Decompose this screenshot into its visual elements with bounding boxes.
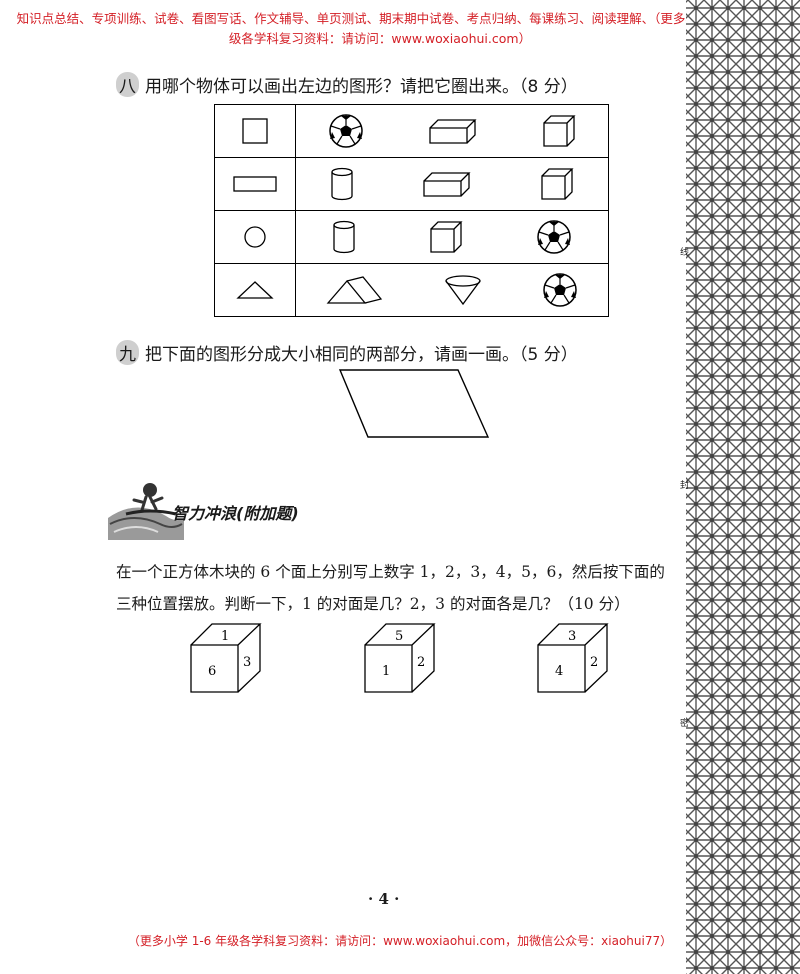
parallelogram-icon[interactable] [336, 368, 492, 440]
cone-icon[interactable] [443, 273, 483, 307]
cube-icon[interactable] [541, 113, 577, 149]
square-icon [242, 118, 268, 144]
header-line-2: 级各学科复习资料：请访问：www.woxiaohui.com） [228, 31, 532, 46]
circle-icon [244, 226, 266, 248]
number-cube-2: 5 1 2 [364, 623, 436, 693]
question-9-number: 九 [116, 340, 139, 365]
cube-face-front: 1 [382, 664, 390, 679]
decorative-border-pattern [686, 0, 800, 974]
cylinder-icon[interactable] [329, 166, 355, 202]
header-line-1: 知识点总结、专项训练、试卷、看图写话、作文辅导、单页测试、期末期中试卷、考点归纳… [16, 11, 744, 26]
cylinder-icon[interactable] [331, 219, 357, 255]
bonus-section-title: 智力冲浪(附加题) [172, 504, 299, 523]
cube-face-side: 2 [590, 655, 598, 670]
cube-face-top: 5 [395, 629, 403, 644]
question-9-title: 九把下面的图形分成大小相同的两部分，请画一画。（5 分） [116, 340, 578, 365]
table-row [214, 157, 609, 211]
cube-face-top: 1 [221, 629, 229, 644]
cube-icon[interactable] [539, 166, 575, 202]
soccer-ball-icon[interactable] [541, 271, 579, 309]
cube-face-front: 6 [208, 664, 216, 679]
side-label-feng: 封 [680, 481, 690, 491]
triangle-icon [236, 281, 274, 299]
question-8-title: 八用哪个物体可以画出左边的图形？请把它圈出来。（8 分） [116, 72, 578, 97]
cube-face-side: 2 [417, 655, 425, 670]
cube-face-side: 3 [243, 655, 251, 670]
rectangle-icon [233, 176, 277, 192]
table-row [214, 263, 609, 317]
bonus-question-line-1: 在一个正方体木块的 6 个面上分别写上数字 1，2，3，4，5，6，然后按下面的 [116, 563, 665, 581]
footer-text: （更多小学 1-6 年级各学科复习资料：请访问：www.woxiaohui.co… [127, 934, 673, 948]
side-label-mi: 密 [680, 719, 690, 729]
side-label-xian: 线 [680, 248, 690, 258]
table-row [214, 104, 609, 158]
surfer-banner-icon [108, 483, 184, 540]
cube-icon[interactable] [428, 219, 464, 255]
cuboid-icon[interactable] [421, 169, 473, 199]
question-8-number: 八 [116, 72, 139, 97]
triangular-prism-icon[interactable] [325, 273, 385, 307]
question-8-text: 用哪个物体可以画出左边的图形？请把它圈出来。（8 分） [145, 77, 578, 97]
cuboid-icon[interactable] [427, 116, 479, 146]
number-cube-1: 1 6 3 [190, 623, 262, 693]
cube-face-front: 4 [555, 664, 563, 679]
shape-object-table [214, 104, 609, 317]
bonus-question-line-2: 三种位置摆放。判断一下，1 的对面是几？2，3 的对面各是几？（10 分） [116, 595, 630, 613]
soccer-ball-icon[interactable] [535, 218, 573, 256]
number-cube-3: 3 4 2 [537, 623, 609, 693]
question-9-text: 把下面的图形分成大小相同的两部分，请画一画。（5 分） [145, 345, 578, 365]
cube-face-top: 3 [568, 629, 576, 644]
soccer-ball-icon[interactable] [327, 112, 365, 150]
page-number: · 4 · [368, 890, 400, 908]
table-row [214, 210, 609, 264]
